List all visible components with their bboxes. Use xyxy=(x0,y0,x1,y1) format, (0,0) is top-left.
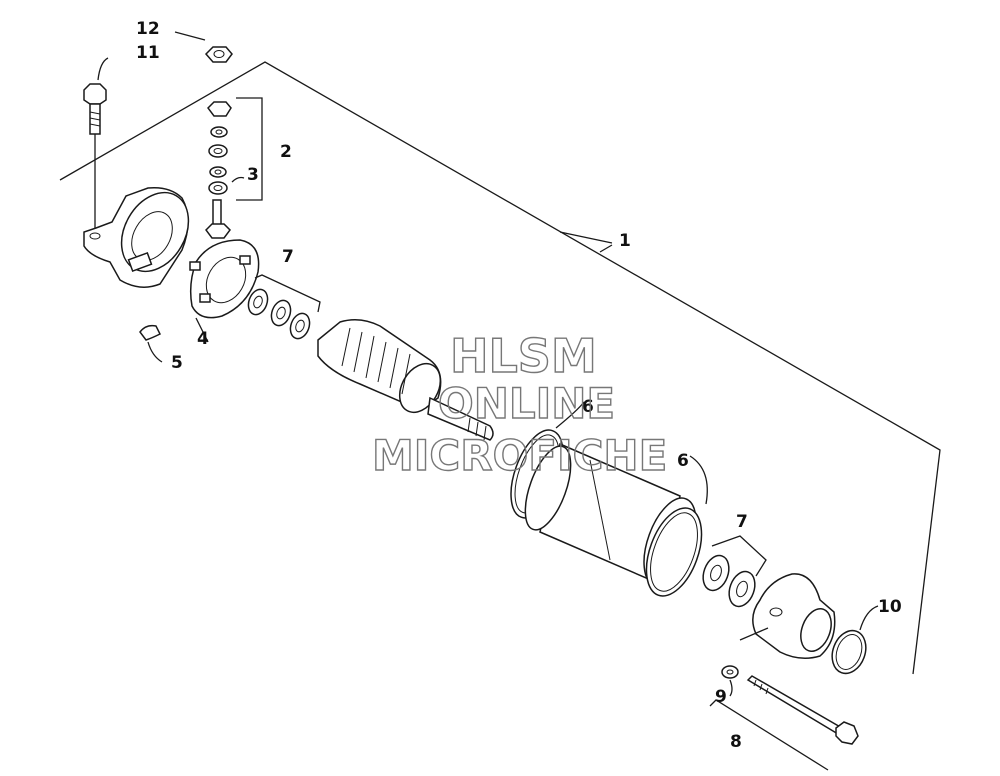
part-brush-plate-4 xyxy=(189,239,260,343)
part-washers-7-upper xyxy=(247,274,321,340)
part-o-ring-6-lower xyxy=(645,455,708,597)
callout-10: 10 xyxy=(878,597,902,617)
part-terminal-hardware-2 xyxy=(207,97,263,201)
part-terminal-stud xyxy=(205,199,231,239)
callout-6-lower: 6 xyxy=(677,451,689,471)
callout-11: 11 xyxy=(136,43,160,63)
callout-8: 8 xyxy=(730,732,742,752)
callout-12: 12 xyxy=(136,19,160,39)
callout-4: 4 xyxy=(197,329,209,349)
callout-6-upper: 6 xyxy=(582,397,594,417)
part-armature xyxy=(317,319,494,441)
part-front-bracket xyxy=(739,573,836,659)
callout-2: 2 xyxy=(280,142,292,162)
part-clip-5 xyxy=(139,324,163,363)
part-rear-end-cover xyxy=(83,186,190,288)
part-through-bolt-8 xyxy=(709,675,859,771)
watermark: HLSM ONLINE MICROFICHE xyxy=(371,328,668,480)
part-o-ring-10 xyxy=(831,605,879,675)
watermark-line-3: MICROFICHE xyxy=(372,431,667,480)
callout-5: 5 xyxy=(171,353,183,373)
callout-7-upper: 7 xyxy=(282,247,294,267)
callout-9: 9 xyxy=(715,687,727,707)
part-nut-12 xyxy=(174,31,233,63)
part-washers-7-lower xyxy=(702,535,767,608)
assembly-bracket-1 xyxy=(59,61,941,675)
callout-7-lower: 7 xyxy=(736,512,748,532)
part-washer-9 xyxy=(721,665,739,697)
watermark-line-1: HLSM xyxy=(450,329,597,383)
callout-3: 3 xyxy=(247,165,259,185)
watermark-line-2: ONLINE xyxy=(438,379,615,428)
callout-1: 1 xyxy=(619,231,631,251)
part-bolt-11 xyxy=(83,57,109,232)
